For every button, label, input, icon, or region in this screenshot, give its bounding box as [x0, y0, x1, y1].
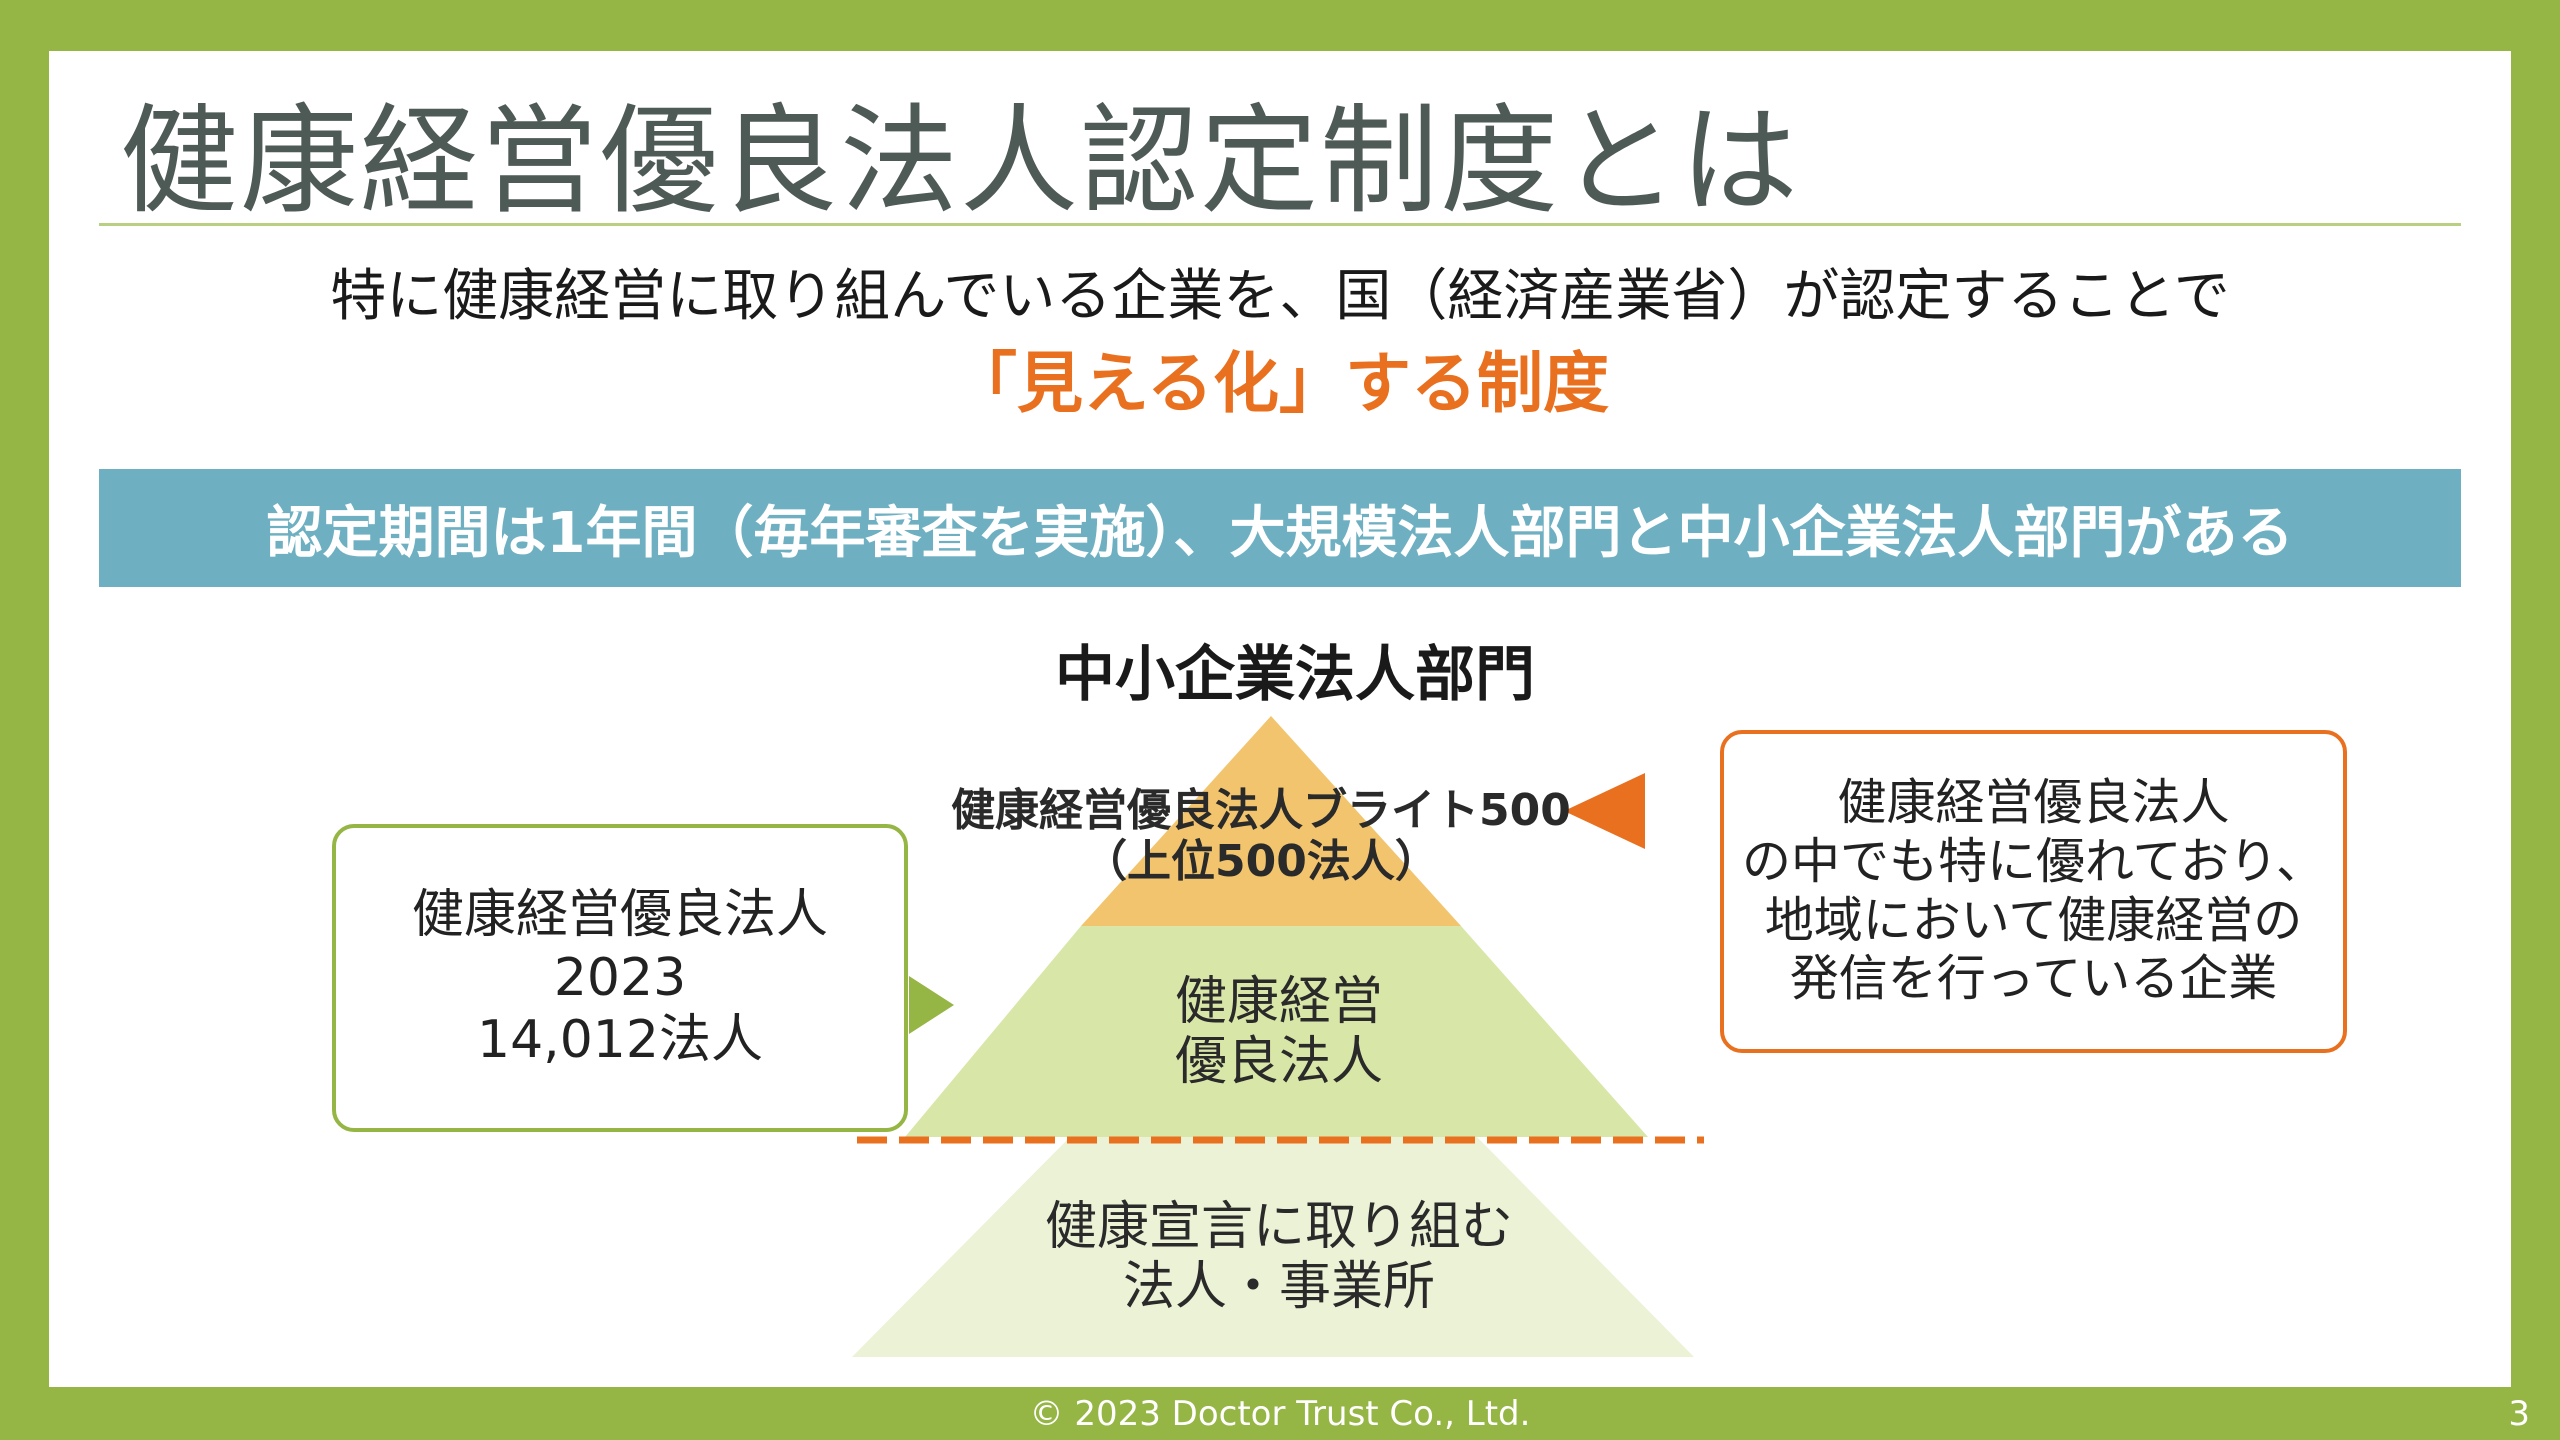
pyramid-bottom-line1: 健康宣言に取り組む	[1044, 1197, 1513, 1257]
slide-title: 健康経営優良法人認定制度とは	[120, 92, 1801, 230]
right-callout-pointer	[1564, 773, 1645, 849]
pyramid-tier-bottom	[852, 1137, 1694, 1357]
right-callout-line1: 健康経営優良法人	[1837, 773, 2230, 831]
right-callout-line4: 発信を行っている企業	[1789, 950, 2278, 1008]
pyramid-tier-middle	[905, 926, 1648, 1137]
section-heading: 中小企業法人部門	[1055, 640, 1535, 710]
info-banner-text: 認定期間は1年間（毎年審査を実施）、大規模法人部門と中小企業法人部門がある	[266, 500, 2294, 566]
pyramid-middle-line2: 優良法人	[1174, 1031, 1383, 1092]
lead-text: 特に健康経営に取り組んでいる企業を、国（経済産業省）が認定することで	[330, 264, 2230, 329]
right-callout: 健康経営優良法人 の中でも特に優れており、 地域において健康経営の 発信を行って…	[1720, 730, 2347, 1053]
pyramid-bottom-label: 健康宣言に取り組む 法人・事業所	[1029, 1197, 1529, 1318]
info-banner: 認定期間は1年間（毎年審査を実施）、大規模法人部門と中小企業法人部門がある	[99, 469, 2461, 587]
footer-copyright: © 2023 Doctor Trust Co., Ltd.	[1029, 1394, 1531, 1434]
right-callout-line3: 地域において健康経営の	[1764, 891, 2303, 949]
left-callout-count: 14,012法人	[477, 1010, 763, 1071]
pyramid-tier-top	[1081, 716, 1461, 926]
slide: 健康経営優良法人認定制度とは 特に健康経営に取り組んでいる企業を、国（経済産業省…	[49, 51, 2511, 1387]
right-callout-line2: の中でも特に優れており、	[1741, 832, 2326, 890]
left-callout-year: 2023	[553, 947, 687, 1008]
left-callout-pointer	[909, 976, 954, 1034]
pyramid-top-subtitle: （上位500法人）	[1083, 835, 1439, 887]
pyramid-top-title: 健康経営優良法人ブライト500	[951, 785, 1571, 836]
pyramid-bottom-line2: 法人・事業所	[1122, 1256, 1435, 1317]
left-callout-line1: 健康経営優良法人	[411, 885, 828, 946]
highlight-text: 「見える化」する制度	[950, 345, 1610, 422]
left-callout: 健康経営優良法人 2023 14,012法人	[332, 824, 908, 1132]
pyramid-middle-line1: 健康経営	[1174, 972, 1383, 1032]
page-number: 3	[2508, 1394, 2530, 1434]
pyramid-top-label: 健康経営優良法人ブライト500 （上位500法人）	[921, 785, 1601, 887]
pyramid-diagram	[852, 716, 1704, 1357]
title-underline	[99, 223, 2461, 226]
pyramid-middle-label: 健康経営 優良法人	[1029, 972, 1529, 1093]
